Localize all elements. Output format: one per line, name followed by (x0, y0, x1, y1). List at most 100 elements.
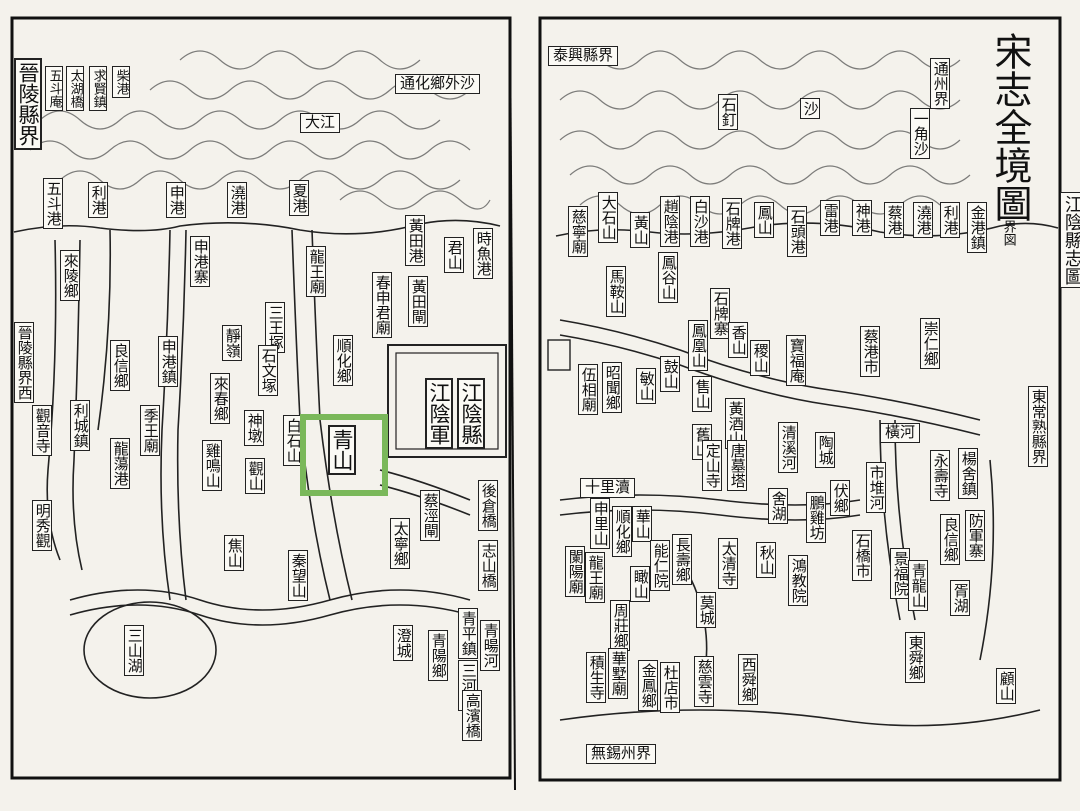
shi-pai-gang-label: 石牌港 (722, 198, 742, 249)
cai-gang-shi-label: 蔡港市 (860, 326, 880, 377)
jiangyin-outer-sand-label: 通化鄉外沙 (395, 74, 481, 94)
she-hu-label: 舍湖 (768, 488, 788, 524)
tao-cheng-label: 澄城 (393, 625, 413, 661)
gu-shan-small-label: 鼓山 (660, 356, 680, 392)
jiangyin-jun-label: 江陰軍 (425, 378, 454, 449)
jinling-county-border-label: 晉陵縣界 (14, 58, 43, 150)
qiu-lu-label: 求賢鎮 (89, 66, 107, 111)
shun-hua-xiang-r-label: 順化鄉 (612, 506, 632, 557)
peng-ji-fang-label: 鵬雞坊 (806, 492, 826, 543)
shi-li-du-label: 十里瀆 (580, 478, 636, 498)
zhao-wen-xiang-label: 昭聞鄉 (602, 362, 622, 413)
bai-shi-shan-label: 白石山 (283, 415, 303, 466)
dong-chang-border-label: 東常熟縣界 (1028, 386, 1048, 467)
yi-jiao-sha-label: 一角沙 (910, 108, 930, 159)
shi-wen-jiao-label: 石文塚 (258, 345, 278, 396)
ji-shan-label: 稷山 (750, 340, 770, 376)
lei-gang-label: 雷港 (820, 200, 840, 236)
hou-cang-qiao-label: 後倉橋 (478, 480, 498, 531)
ji-wang-miao-label: 季王廟 (140, 405, 160, 456)
zhi-shan-qiao-label: 志山橋 (478, 540, 498, 591)
hua-shan-label: 華山 (632, 506, 652, 542)
qing-long-shan-label: 青龍山 (908, 560, 928, 611)
guan-shan-label: 觀山 (245, 458, 265, 494)
heng-he-label: 橫河 (880, 423, 921, 443)
shen-gang-r-label: 神港 (852, 200, 872, 236)
mingxiu-guan-label: 明秀觀 (32, 500, 52, 551)
chong-ren-xiang-label: 崇仁鄉 (920, 318, 940, 369)
feng-shan-label: 鳳山 (754, 202, 774, 238)
shen-gang-label: 申港 (166, 182, 186, 218)
cai-gang-label: 蔡港 (884, 202, 904, 238)
zhu-an-label: 柴港 (112, 66, 130, 98)
xiang-shan-label: 香山 (728, 322, 748, 358)
du-dian-shi-label: 杜店市 (660, 662, 680, 713)
ji-sheng-si-label: 積生寺 (586, 652, 606, 703)
tao-cheng-r-label: 陶城 (815, 432, 835, 468)
longwang-miao-label: 龍王廟 (306, 246, 326, 297)
tongzhou-border-label: 通州界 (930, 58, 950, 109)
mo-cheng-label: 莫城 (696, 592, 716, 628)
guanyin-si-label: 觀音寺 (32, 405, 52, 456)
wudou-gang-label: 五斗港 (43, 178, 63, 229)
tai-qing-si-label: 太清寺 (718, 538, 738, 589)
ding-shan-si-label: 定山寺 (702, 440, 722, 491)
yong-shou-si-label: 永壽寺 (930, 450, 950, 501)
shiyu-gang-label: 時魚港 (473, 228, 493, 279)
tao-gang-label: 澆港 (227, 182, 247, 218)
gu-shan-label: 顧山 (996, 668, 1016, 704)
liang-xin-xiang-label: 良信鄉 (110, 340, 130, 391)
liang-xin-xiang-r-label: 良信鄉 (940, 514, 960, 565)
huang-jiu-shan-label: 黃酒山 (725, 398, 745, 449)
chunshen-jun-miao-label: 春申君廟 (372, 272, 392, 338)
tang-mu-ta-label: 唐墓塔 (727, 440, 747, 491)
shi-pai-zhai-label: 石牌寨 (710, 288, 730, 339)
yang-she-zhen-label: 楊舍鎮 (958, 448, 978, 499)
li-gang-label: 利港 (88, 182, 108, 218)
min-shan-label: 敏山 (636, 368, 656, 404)
shun-hua-xiang-label: 順化鄉 (333, 335, 353, 386)
shen-li-shan-label: 申里山 (590, 498, 610, 549)
dong-shun-xiang-label: 東舜鄉 (905, 632, 925, 683)
bai-sha-gang-label: 白沙港 (690, 196, 710, 247)
qiu-shan-label: 秋山 (756, 542, 776, 578)
gao-bin-qiao-label: 高濱橋 (462, 690, 482, 741)
jun-shan-label: 君山 (444, 237, 464, 273)
dajiang-label: 大江 (300, 113, 341, 133)
jing-ling-label: 靜嶺 (222, 325, 242, 361)
lan-yang-miao-label: 闌陽廟 (565, 546, 585, 597)
lai-ling-label: 來陵鄉 (60, 250, 80, 301)
shen-gang-zhai-label: 申港寨 (190, 236, 210, 287)
sha-label: 沙 (800, 98, 820, 119)
qing-ping-zhen-label: 青平鎮 (458, 608, 478, 659)
ma-an-shan-label: 馬鞍山 (606, 266, 626, 317)
zhao-yin-gang-label: 趙陰港 (660, 196, 680, 247)
fu-xiang-label: 伏鄉 (830, 480, 850, 516)
qing-yang-he-label: 青暘河 (480, 620, 500, 671)
xi-shun-xiang-label: 西舜鄉 (738, 654, 758, 705)
taixing-border-label: 泰興縣界 (548, 46, 619, 66)
shi-dui-he-label: 市堆河 (866, 462, 886, 513)
jing-fu-yuan-label: 景福院 (890, 548, 910, 599)
map-title-sub: 界図 (1000, 220, 1016, 246)
li-cheng-zhen-label: 利城鎮 (70, 400, 90, 451)
xia-gang-label: 夏港 (289, 180, 309, 216)
fang-jun-zhai-label: 防軍寨 (965, 510, 985, 561)
zhou-zhuang-xiang-label: 周莊鄉 (610, 600, 630, 651)
left-edge-page-title: 江陰縣志圖 (1060, 192, 1080, 288)
qing-yang-xiang-label: 青陽鄉 (428, 630, 448, 681)
li-gang-r-label: 利港 (940, 202, 960, 238)
qing-shan-label: 青山 (328, 425, 357, 475)
huangtian-gang-label: 黃田港 (405, 215, 425, 266)
long-wang-miao-r-label: 龍王廟 (585, 552, 605, 603)
wu-xiang-miao-label: 伍相廟 (578, 364, 598, 415)
shou-shan-label: 售山 (692, 376, 712, 412)
hong-jiao-yuan-label: 鴻教院 (788, 555, 808, 606)
jiangyin-xian-label: 江陰縣 (457, 378, 486, 449)
jinling-west-border-label: 晉陵縣界西 (14, 322, 34, 403)
map-title: 宋志全境圖 (988, 32, 1032, 222)
bao-fu-an-label: 寶福庵 (786, 335, 806, 386)
highlight-box[interactable] (300, 414, 388, 496)
huang-shan-label: 黃山 (630, 212, 650, 248)
